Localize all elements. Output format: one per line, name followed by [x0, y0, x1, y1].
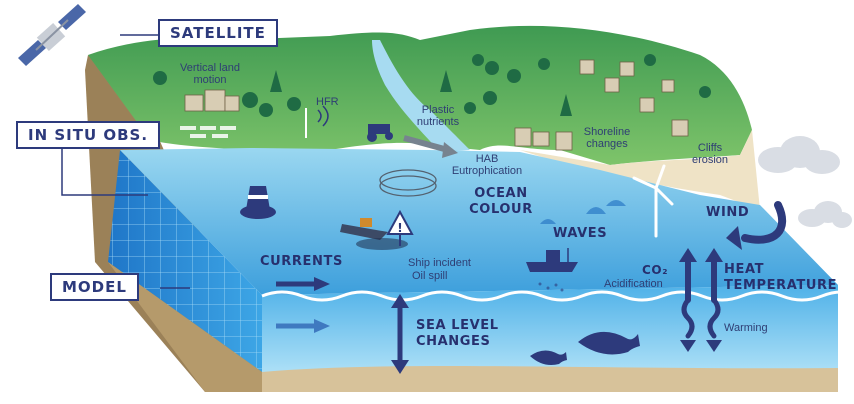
heat-arrowheads	[679, 248, 723, 352]
cliffs-erosion-label: Cliffs erosion	[691, 142, 729, 166]
tractor-icon	[367, 124, 393, 142]
changes-label: CHANGES	[416, 334, 491, 349]
wind-label: WIND	[706, 205, 750, 220]
fish-school	[538, 282, 564, 292]
model-grid	[108, 150, 262, 372]
satellite-label: SATELLITE	[158, 19, 278, 47]
wind-turbine-icon	[632, 164, 674, 238]
hfr-antenna-icon	[305, 105, 329, 138]
temperature-label: TEMPERATURE	[724, 278, 838, 293]
harbor	[180, 126, 236, 138]
wind-arrow	[741, 201, 787, 244]
wave-line	[261, 290, 854, 302]
satellite-icon	[18, 4, 86, 66]
whales-icon	[530, 331, 640, 365]
model-label: MODEL	[50, 273, 139, 301]
cloud-icon	[758, 136, 852, 228]
plastic-nutrients-label: Plastic nutrients	[416, 104, 460, 128]
currents-label: CURRENTS	[260, 254, 343, 269]
wave-crests	[540, 200, 626, 224]
hab-eutrophication-label: HAB Eutrophication	[451, 153, 523, 177]
ship-incident-label: Ship incident	[408, 257, 471, 269]
fish-farm-icon	[379, 169, 437, 197]
vertical-land-motion-label: Vertical land motion	[180, 62, 240, 86]
sea-level-label: SEA LEVEL	[416, 318, 499, 333]
hfr-label: HFR	[316, 96, 339, 108]
label-connectors	[61, 34, 190, 289]
in-situ-label: IN SITU OBS.	[16, 121, 161, 149]
co2-label: CO₂	[642, 263, 669, 277]
heat-label: HEAT	[724, 262, 765, 277]
wind-arrowhead	[726, 226, 742, 250]
warning-sign-icon: !	[386, 209, 414, 246]
ocean-colour-label: OCEAN COLOUR	[469, 186, 533, 217]
sea-floor	[262, 365, 838, 392]
warming-label: Warming	[724, 322, 768, 334]
ship-incident-icon	[340, 218, 408, 250]
trees	[153, 54, 711, 117]
buildings	[184, 59, 689, 151]
beach	[520, 130, 760, 210]
waves-label: WAVES	[553, 226, 608, 241]
acidification-label: Acidification	[604, 278, 663, 290]
floor-side	[108, 262, 262, 392]
runoff-arrowhead	[442, 142, 458, 158]
runoff-arrow	[403, 135, 449, 153]
fishing-boat-icon	[526, 248, 578, 272]
currents-arrows	[276, 277, 330, 333]
buoy-icon	[240, 186, 276, 219]
river	[372, 40, 470, 152]
heat-arrows	[681, 255, 721, 339]
shoreline-changes-label: Shoreline changes	[583, 126, 631, 150]
sea-level-arrow	[391, 294, 409, 374]
oil-spill-label: Oil spill	[412, 270, 448, 282]
sea-front	[262, 285, 838, 380]
svg-text:!: !	[397, 221, 402, 235]
